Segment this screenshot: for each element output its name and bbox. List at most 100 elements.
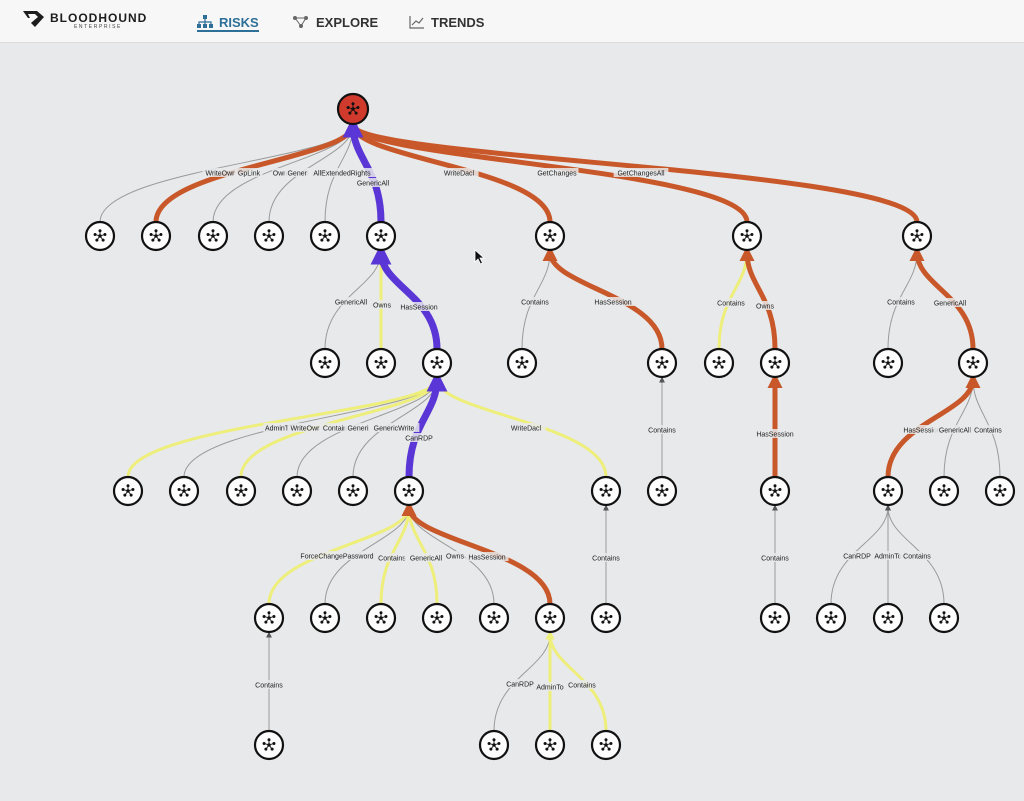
graph-edge[interactable]	[404, 503, 439, 606]
network-node-icon	[543, 738, 557, 751]
graph-node[interactable]	[646, 347, 678, 379]
graph-edge[interactable]	[493, 631, 553, 732]
graph-node[interactable]	[928, 602, 960, 634]
nav-trends[interactable]: TRENDS	[409, 12, 484, 32]
graph-edge[interactable]	[909, 246, 976, 352]
edge-label-background	[344, 423, 372, 432]
bloodhound-logo[interactable]: BLOODHOUND ENTERPRISE	[22, 9, 152, 31]
mouse-cursor-icon	[474, 249, 486, 265]
graph-node[interactable]	[872, 475, 904, 507]
network-node-icon	[430, 611, 444, 624]
edge-label: Contains	[887, 300, 915, 307]
edge-label: Owns	[446, 554, 464, 561]
edge-label-background	[329, 297, 373, 306]
graph-node[interactable]	[506, 347, 538, 379]
graph-node[interactable]	[731, 220, 763, 252]
graph-edge[interactable]	[542, 246, 665, 352]
graph-node[interactable]	[309, 347, 341, 379]
graph-node[interactable]	[534, 729, 566, 761]
network-node-icon	[599, 611, 613, 624]
graph-edge[interactable]	[545, 630, 608, 733]
graph-node[interactable]	[253, 602, 285, 634]
graph-node[interactable]	[759, 475, 791, 507]
edge-label: GenericAll	[335, 300, 368, 307]
graph-node[interactable]	[872, 347, 904, 379]
edge-label: GenericAll	[939, 428, 972, 435]
graph-node[interactable]	[872, 602, 904, 634]
graph-node[interactable]	[928, 475, 960, 507]
graph-edge[interactable]	[401, 501, 553, 607]
graph-node[interactable]	[421, 347, 453, 379]
graph-node[interactable]	[140, 220, 172, 252]
graph-node[interactable]	[590, 475, 622, 507]
graph-node[interactable]	[590, 602, 622, 634]
network-node-icon	[374, 229, 388, 242]
graph-edge[interactable]	[521, 249, 553, 350]
edge-label-background	[933, 425, 977, 434]
graph-node[interactable]	[759, 347, 791, 379]
graph-edge[interactable]	[885, 504, 945, 605]
graph-edge[interactable]	[887, 249, 920, 350]
graph-edge[interactable]	[379, 503, 414, 606]
graph-edge[interactable]	[970, 376, 1001, 478]
graph-edge[interactable]	[370, 243, 441, 353]
graph-edge[interactable]	[342, 116, 385, 226]
graph-node[interactable]	[197, 220, 229, 252]
graph-node[interactable]	[253, 729, 285, 761]
graph-node[interactable]	[168, 475, 200, 507]
graph-edge[interactable]	[830, 504, 891, 605]
graph-edge[interactable]	[126, 375, 442, 479]
graph-node[interactable]	[478, 602, 510, 634]
edge-label-background	[872, 551, 904, 560]
graph-node[interactable]	[84, 220, 116, 252]
graph-node[interactable]	[984, 475, 1016, 507]
network-node-icon	[318, 356, 332, 369]
graph-node[interactable]	[281, 475, 313, 507]
graph-node[interactable]	[421, 602, 453, 634]
graph-node[interactable]	[309, 602, 341, 634]
network-node-icon	[290, 484, 304, 497]
graph-edge[interactable]	[405, 370, 448, 481]
graph-node[interactable]	[646, 475, 678, 507]
network-node-icon	[655, 484, 669, 497]
edge-label-background	[445, 551, 465, 560]
graph-edge[interactable]	[739, 246, 778, 352]
edge-label-background	[970, 425, 1006, 434]
graph-node[interactable]	[759, 602, 791, 634]
graph-node[interactable]	[393, 475, 425, 507]
graph-edge[interactable]	[345, 119, 920, 225]
graph-node[interactable]	[534, 220, 566, 252]
graph-node[interactable]	[815, 602, 847, 634]
edge-label-background	[506, 679, 534, 688]
nav-risks[interactable]: RISKS	[197, 12, 259, 32]
graph-node[interactable]	[703, 347, 735, 379]
graph-node[interactable]	[365, 602, 397, 634]
edge-label: Contains	[648, 428, 676, 435]
graph-node[interactable]	[478, 729, 510, 761]
edge-label-background	[588, 553, 624, 562]
edge-label: HasSession	[756, 432, 793, 439]
edge-label: Contains	[592, 556, 620, 563]
graph-node[interactable]	[337, 475, 369, 507]
graph-node[interactable]	[534, 602, 566, 634]
graph-edge[interactable]	[885, 373, 981, 480]
graph-node[interactable]	[112, 475, 144, 507]
nav-explore[interactable]: EXPLORE	[292, 12, 378, 32]
edge-label: Contains	[717, 301, 745, 308]
network-node-icon	[346, 484, 360, 497]
graph-edge[interactable]	[267, 503, 414, 606]
graph-node[interactable]	[365, 347, 397, 379]
target-node[interactable]	[336, 92, 370, 126]
graph-node[interactable]	[901, 220, 933, 252]
graph-node[interactable]	[253, 220, 285, 252]
graph-node[interactable]	[225, 475, 257, 507]
graph-node[interactable]	[957, 347, 989, 379]
graph-node[interactable]	[309, 220, 341, 252]
network-node-icon	[543, 611, 557, 624]
edge-label: AllExtendedRights	[313, 171, 371, 178]
graph-node[interactable]	[365, 220, 397, 252]
network-node-icon	[402, 484, 416, 497]
graph-node[interactable]	[590, 729, 622, 761]
